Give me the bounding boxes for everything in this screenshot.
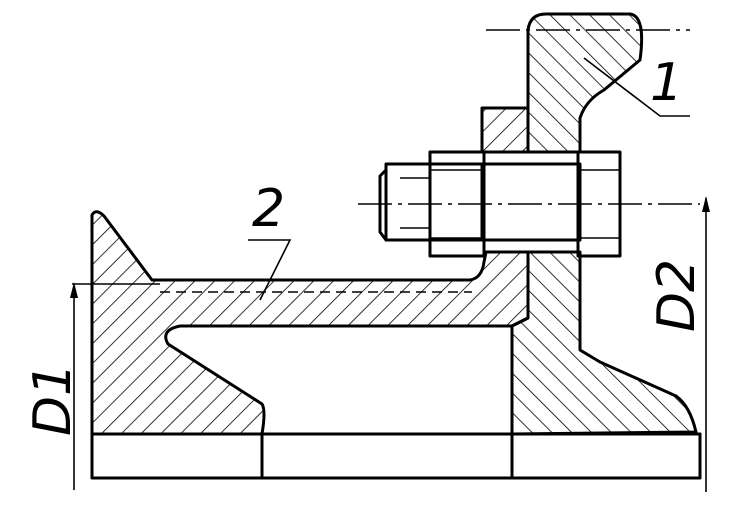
right-flange-top-section	[526, 12, 644, 154]
dimension-d2	[702, 196, 710, 492]
dimension-d1	[70, 282, 160, 490]
label-d1: D1	[23, 363, 83, 436]
leader-part-2	[248, 239, 292, 301]
leader-part-1	[583, 57, 690, 117]
bolt-shank	[384, 162, 484, 242]
base-outline	[90, 432, 702, 480]
label-d2: D2	[647, 259, 707, 332]
label-part-2: 2	[252, 179, 285, 239]
left-flange-section	[90, 210, 530, 436]
label-part-1: 1	[650, 53, 683, 113]
washer-section	[480, 106, 530, 154]
bolt-through-hole	[482, 162, 582, 242]
